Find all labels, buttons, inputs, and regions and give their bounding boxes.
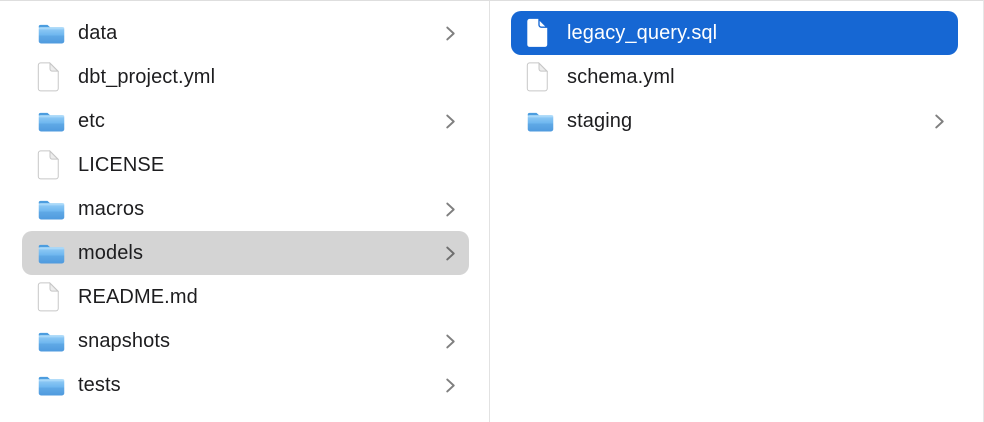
item-label: README.md [78, 285, 198, 308]
file-row-legacy-query-sql[interactable]: legacy_query.sql [511, 11, 958, 55]
folder-icon [36, 197, 78, 222]
finder-column-current: legacy_query.sql schema.yml staging [490, 1, 983, 422]
folder-icon [36, 329, 78, 354]
chevron-right-icon [445, 112, 456, 131]
document-icon [525, 18, 567, 48]
folder-row-data[interactable]: data [22, 11, 469, 55]
folder-row-snapshots[interactable]: snapshots [22, 319, 469, 363]
item-label: tests [78, 373, 121, 396]
document-icon [36, 282, 78, 312]
folder-icon [525, 109, 567, 134]
folder-row-macros[interactable]: macros [22, 187, 469, 231]
folder-row-etc[interactable]: etc [22, 99, 469, 143]
folder-row-staging[interactable]: staging [511, 99, 958, 143]
item-label: data [78, 21, 118, 44]
chevron-right-icon [445, 376, 456, 395]
folder-icon [36, 21, 78, 46]
folder-icon [36, 109, 78, 134]
item-label: dbt_project.yml [78, 65, 216, 88]
document-icon [36, 150, 78, 180]
folder-icon [36, 373, 78, 398]
chevron-right-icon [934, 112, 945, 131]
item-label: snapshots [78, 329, 171, 352]
chevron-right-icon [445, 200, 456, 219]
chevron-right-icon [445, 244, 456, 263]
item-label: macros [78, 197, 145, 220]
item-label: staging [567, 109, 633, 132]
chevron-right-icon [445, 24, 456, 43]
file-row-readme-md[interactable]: README.md [22, 275, 469, 319]
item-label: legacy_query.sql [567, 21, 718, 44]
item-label: schema.yml [567, 65, 675, 88]
document-icon [525, 62, 567, 92]
folder-row-tests[interactable]: tests [22, 363, 469, 407]
item-label: LICENSE [78, 153, 165, 176]
file-row-schema-yml[interactable]: schema.yml [511, 55, 958, 99]
file-row-dbt-project-yml[interactable]: dbt_project.yml [22, 55, 469, 99]
chevron-right-icon [445, 332, 456, 351]
folder-icon [36, 241, 78, 266]
item-label: models [78, 241, 144, 264]
folder-row-models[interactable]: models [22, 231, 469, 275]
document-icon [36, 62, 78, 92]
item-label: etc [78, 109, 105, 132]
file-row-license[interactable]: LICENSE [22, 143, 469, 187]
